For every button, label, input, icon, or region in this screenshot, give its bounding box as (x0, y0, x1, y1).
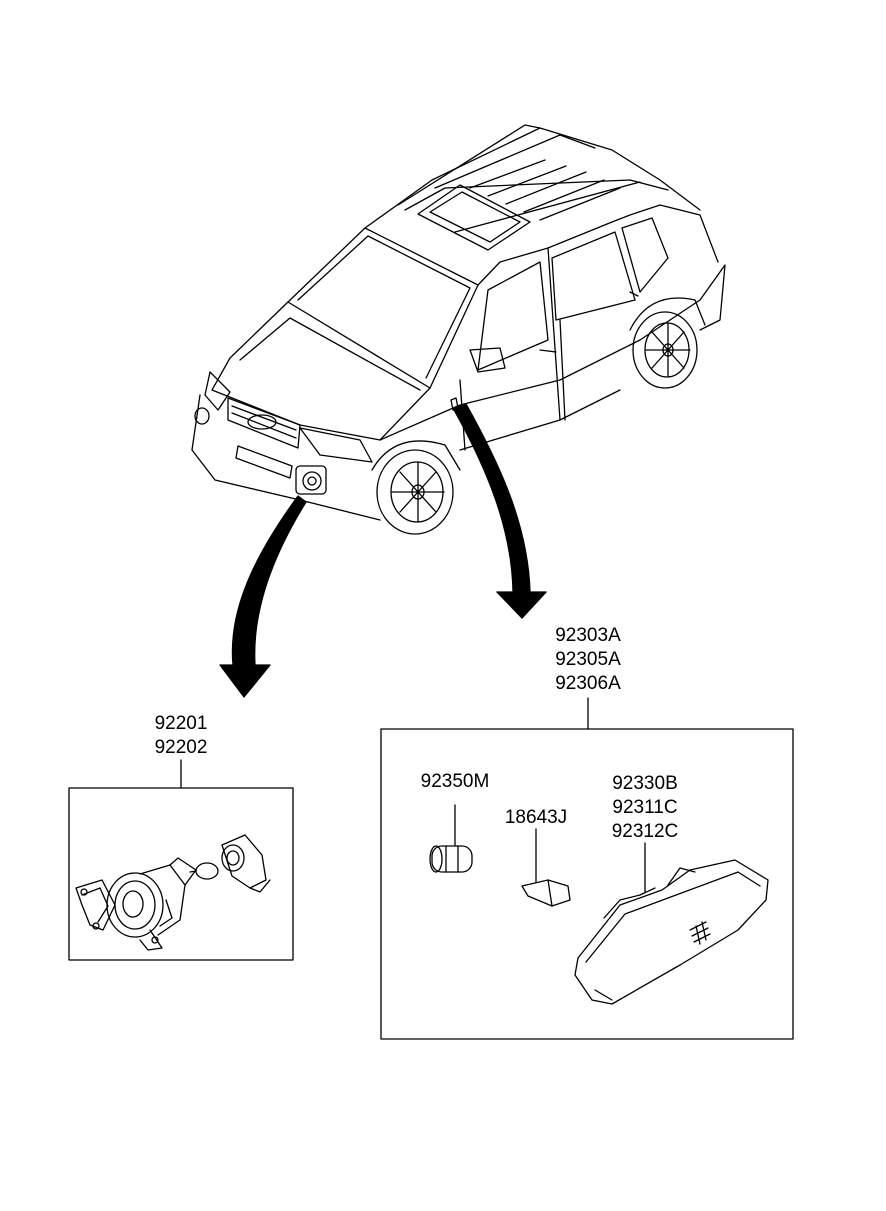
fog-lamp-illustration (75, 834, 271, 951)
bulb-socket-illustration (429, 845, 473, 873)
lens-housing-part-numbers: 92330B 92311C 92312C (595, 772, 695, 844)
part-number-92201: 92201 (154, 713, 208, 734)
part-number-92306a: 92306A (555, 673, 621, 694)
part-number-18643j: 18643J (504, 807, 568, 828)
fog-lamp-part-numbers: 92201 92202 (136, 712, 226, 760)
vehicle-illustration (191, 124, 726, 535)
fog-lamp-box (68, 787, 294, 961)
part-number-92350m: 92350M (420, 771, 490, 792)
arrow-to-side-repeater (452, 403, 547, 619)
part-number-92303a: 92303A (555, 625, 621, 646)
part-number-92305a: 92305A (555, 649, 621, 670)
side-repeater-part-numbers: 92303A 92305A 92306A (538, 624, 638, 696)
part-number-92202: 92202 (154, 737, 208, 758)
part-number-92330b: 92330B (612, 773, 678, 794)
lens-housing-illustration (574, 859, 769, 1005)
part-number-92312c: 92312C (611, 821, 679, 842)
bulb-illustration (521, 879, 571, 907)
side-repeater-box (380, 728, 794, 1040)
arrow-to-fog-lamp (219, 495, 307, 698)
part-number-92311c: 92311C (612, 797, 678, 818)
